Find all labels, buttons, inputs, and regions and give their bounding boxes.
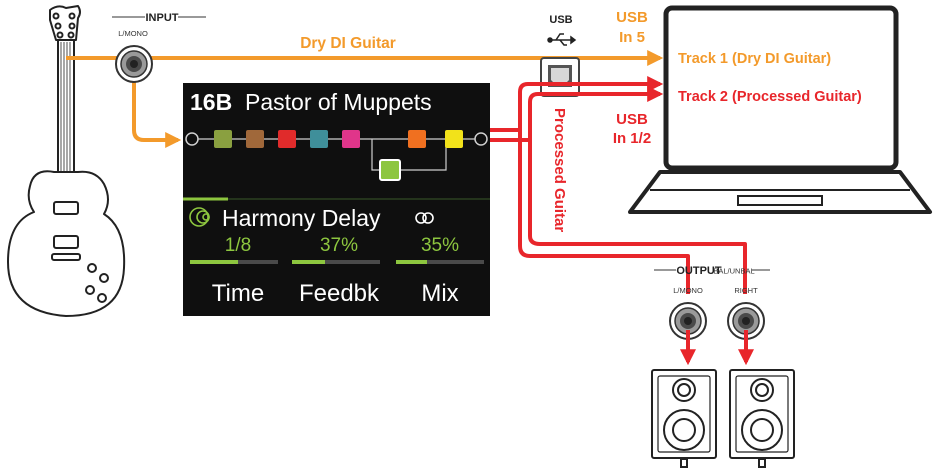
stereo-link-icon: [415, 212, 434, 224]
chain-output-node: [474, 132, 488, 146]
track1-label: Track 1 (Dry DI Guitar): [678, 51, 831, 67]
output-sublabel: BAL/UNBAL: [713, 267, 754, 276]
output-arrows: [680, 330, 754, 366]
param-slider-fill: [292, 260, 325, 264]
usb-in5-line2: In 5: [619, 29, 645, 46]
preset-number: 16B: [190, 89, 232, 115]
device-screen: 16B Pastor of Muppets Harmony Delay 1/8T…: [183, 83, 490, 316]
input-sublabel: L/MONO: [118, 29, 148, 38]
param-slider-track[interactable]: [396, 260, 484, 264]
processed-guitar-label: Processed Guitar: [551, 108, 568, 232]
processed-signal-path: [488, 76, 747, 294]
fx-block[interactable]: [278, 130, 296, 148]
fx-block[interactable]: [445, 130, 463, 148]
output-label: OUTPUT: [676, 265, 722, 277]
output-left-label: L/MONO: [673, 286, 703, 295]
chain-input-node: [185, 132, 199, 146]
param-name: Feedbk: [299, 280, 380, 307]
param-value: 1/8: [225, 235, 251, 256]
usb-in5-line1: USB: [616, 9, 648, 26]
input-jack-icon: [115, 45, 153, 83]
usb-port-icon: [540, 57, 580, 97]
input-label: INPUT: [146, 12, 179, 24]
param-name: Time: [212, 280, 264, 307]
fx-block[interactable]: [342, 130, 360, 148]
fx-block[interactable]: [408, 130, 426, 148]
param-slider-track[interactable]: [292, 260, 380, 264]
block-name: Harmony Delay: [222, 205, 381, 231]
track2-label: Track 2 (Processed Guitar): [678, 89, 862, 105]
harmony-delay-icon: [189, 207, 210, 227]
param-slider-fill: [190, 260, 238, 264]
fx-block[interactable]: [214, 130, 232, 148]
fx-block[interactable]: [310, 130, 328, 148]
fx-block-selected[interactable]: [379, 159, 401, 181]
fx-block[interactable]: [246, 130, 264, 148]
output-jack-right-icon: [727, 302, 765, 340]
speaker-left-icon: [651, 369, 717, 468]
laptop-icon: [628, 5, 932, 214]
usb-in12-line1: USB: [616, 111, 648, 128]
param-value: 37%: [320, 235, 358, 256]
usb-in12-line2: In 1/2: [613, 130, 651, 147]
usb-label: USB: [549, 14, 572, 26]
usb-icon: [547, 33, 577, 46]
output-right-label: RIGHT: [734, 286, 758, 295]
preset-name: Pastor of Muppets: [245, 89, 432, 115]
dry-path-label: Dry DI Guitar: [300, 35, 396, 52]
param-slider-fill: [396, 260, 427, 264]
output-jack-left-icon: [669, 302, 707, 340]
guitar-icon: [7, 5, 126, 317]
speaker-right-icon: [729, 369, 795, 468]
param-name: Mix: [421, 280, 458, 307]
param-value: 35%: [421, 235, 459, 256]
